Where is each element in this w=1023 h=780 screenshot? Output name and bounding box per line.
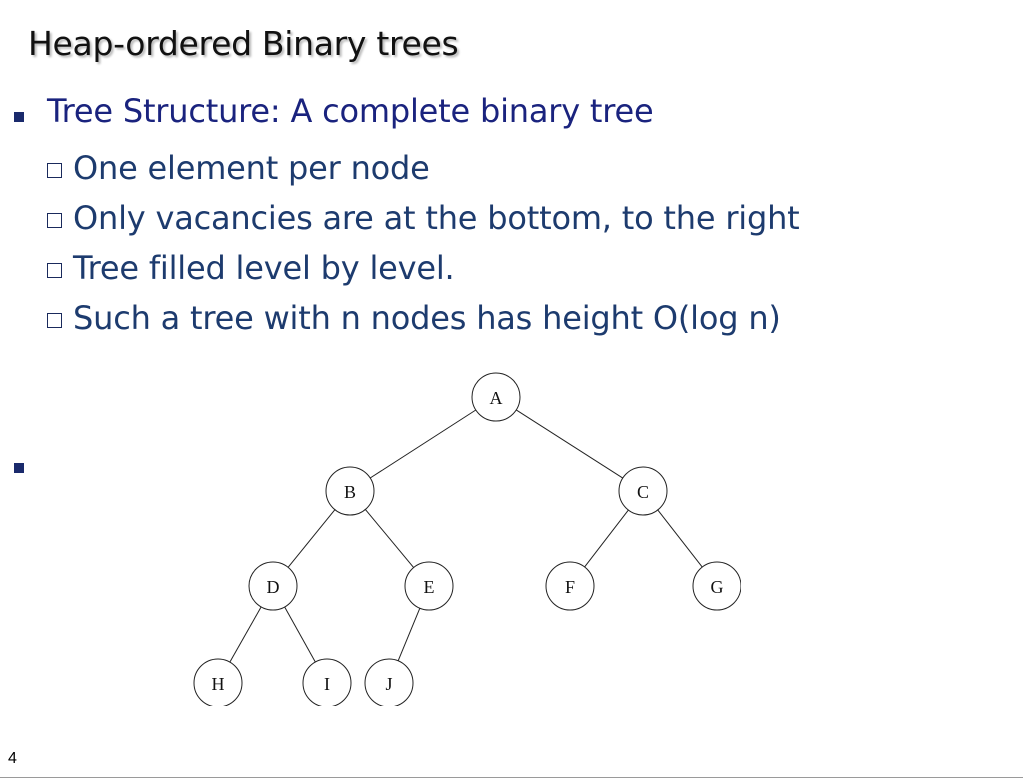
hollow-square-bullet-icon — [47, 162, 62, 178]
tree-edge-a-c — [515, 409, 624, 479]
tree-node-label: E — [424, 577, 435, 597]
tree-edge-e-j — [397, 607, 421, 662]
tree-node-h: H — [193, 658, 243, 706]
bullet-marker-empty — [14, 463, 24, 473]
sub-bullet-item: One element per node — [47, 143, 800, 193]
tree-node-circle — [325, 466, 375, 516]
tree-node-label: D — [267, 577, 280, 597]
tree-node-circle — [471, 372, 521, 422]
tree-node-circle — [692, 561, 741, 611]
tree-edge-a-b — [369, 409, 477, 479]
tree-edges — [229, 409, 703, 663]
slide-title: Heap-ordered Binary trees — [28, 24, 459, 63]
tree-node-circle — [618, 466, 668, 516]
tree-edge-c-f — [584, 509, 629, 568]
tree-edge-b-d — [287, 509, 336, 568]
bullet-marker — [14, 112, 24, 122]
tree-edge-d-i — [284, 606, 316, 663]
tree-node-c: C — [618, 466, 668, 516]
sub-bullet-list: One element per node Only vacancies are … — [47, 143, 800, 343]
tree-node-circle — [364, 658, 414, 706]
tree-node-b: B — [325, 466, 375, 516]
hollow-square-bullet-icon — [47, 262, 62, 278]
tree-nodes: A B C D E F G H I J — [193, 372, 741, 706]
footer-divider — [0, 777, 1023, 778]
page-number: 4 — [8, 750, 17, 767]
sub-bullet-text: Such a tree with n nodes has height O(lo… — [73, 299, 781, 337]
tree-node-circle — [302, 658, 352, 706]
tree-node-a: A — [471, 372, 521, 422]
tree-node-j: J — [364, 658, 414, 706]
tree-node-e: E — [404, 561, 454, 611]
tree-node-label: B — [344, 482, 356, 502]
sub-bullet-item: Such a tree with n nodes has height O(lo… — [47, 293, 800, 343]
tree-node-label: G — [711, 577, 724, 597]
bullet-tree-structure: Tree Structure: A complete binary tree — [47, 92, 654, 130]
tree-node-circle — [193, 658, 243, 706]
tree-node-i: I — [302, 658, 352, 706]
tree-node-label: I — [324, 674, 330, 694]
sub-bullet-item: Only vacancies are at the bottom, to the… — [47, 193, 800, 243]
hollow-square-bullet-icon — [47, 212, 62, 228]
tree-node-d: D — [248, 561, 298, 611]
sub-bullet-text: Tree filled level by level. — [73, 249, 455, 287]
hollow-square-bullet-icon — [47, 312, 62, 328]
tree-node-circle — [248, 561, 298, 611]
tree-node-label: H — [212, 674, 225, 694]
tree-node-circle — [404, 561, 454, 611]
tree-node-label: C — [637, 482, 649, 502]
tree-node-label: J — [385, 674, 392, 694]
sub-bullet-item: Tree filled level by level. — [47, 243, 800, 293]
tree-edge-d-h — [229, 606, 262, 663]
tree-edge-b-e — [364, 509, 415, 568]
tree-edge-c-g — [657, 509, 703, 568]
sub-bullet-text: Only vacancies are at the bottom, to the… — [73, 199, 800, 237]
tree-node-label: F — [565, 577, 575, 597]
tree-node-f: F — [545, 561, 595, 611]
sub-bullet-text: One element per node — [73, 149, 430, 187]
tree-node-g: G — [692, 561, 741, 611]
tree-node-label: A — [490, 388, 503, 408]
tree-node-circle — [545, 561, 595, 611]
